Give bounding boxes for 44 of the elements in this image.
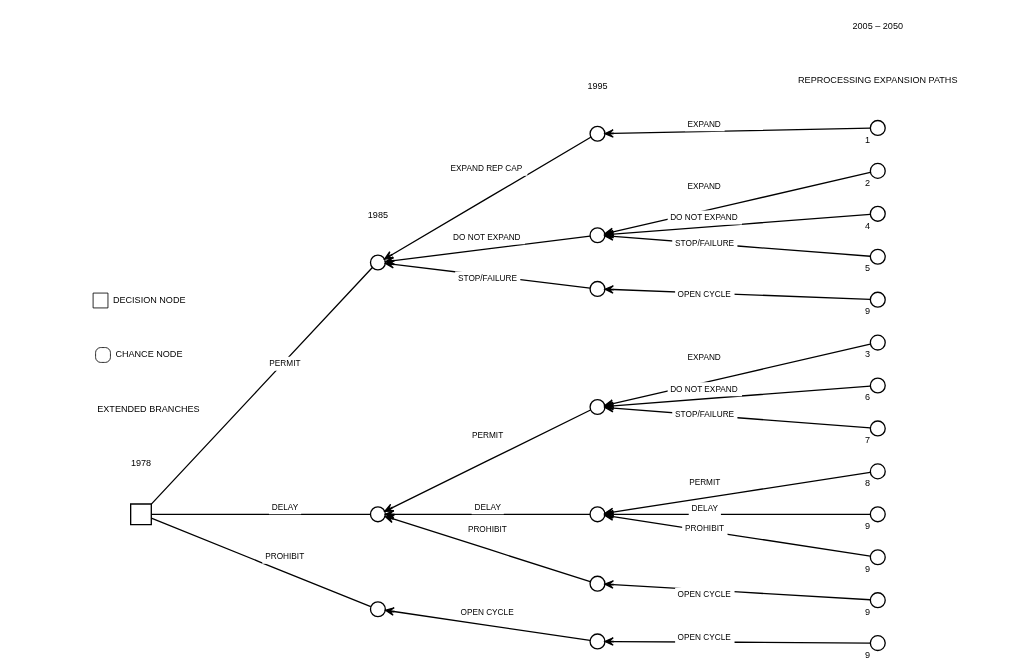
edge-label: STOP/FAILURE <box>457 274 517 284</box>
node-label: 6 <box>864 392 870 403</box>
node-label: 4 <box>864 220 870 231</box>
edge-label: EXPAND <box>686 181 721 191</box>
legend-label: CHANCE NODE <box>114 349 182 360</box>
edge-label: OPEN CYCLE <box>677 633 731 643</box>
edge-label: PROHIBIT <box>264 552 304 562</box>
node-label: 1 <box>864 134 870 145</box>
edge-label: DO NOT EXPAND <box>669 384 738 394</box>
node-label: 9 <box>864 521 870 532</box>
node-label: 9 <box>864 649 870 660</box>
edge-label: STOP/FAILURE <box>674 238 734 248</box>
label: 1978 <box>130 458 151 469</box>
edge-label: DELAY <box>474 502 501 512</box>
label: 1995 <box>586 81 608 91</box>
edge-label: DO NOT EXPAND <box>669 213 738 223</box>
node-label: 9 <box>864 563 870 574</box>
label: REPROCESSING EXPANSION PATHS <box>797 75 957 86</box>
label: 1985 <box>367 209 388 220</box>
edge-label: EXPAND <box>686 353 721 363</box>
edge-label: EXPAND <box>686 119 721 129</box>
edge-label: PROHIBIT <box>467 525 507 535</box>
edge-label: STOP/FAILURE <box>674 410 734 420</box>
edge-label: PERMIT <box>268 359 301 369</box>
node-label: 7 <box>864 435 870 446</box>
edge-label: PROHIBIT <box>684 524 724 534</box>
edge-label: DELAY <box>271 502 298 512</box>
edge-label: DELAY <box>691 504 718 514</box>
node-label: 2 <box>864 177 870 188</box>
node-label: 9 <box>864 606 870 617</box>
node-label: 9 <box>864 306 870 317</box>
legend-label: EXTENDED BRANCHES <box>96 403 200 414</box>
edge-label: PERMIT <box>688 478 720 488</box>
edge-label: PERMIT <box>471 430 503 440</box>
edge-label: EXPAND REP CAP <box>450 164 522 174</box>
node-label: 5 <box>864 263 870 274</box>
edge-label: OPEN CYCLE <box>677 590 731 600</box>
node-label: 8 <box>864 478 870 489</box>
edge-label: DO NOT EXPAND <box>452 232 521 242</box>
label: 2005 – 2050 <box>852 20 903 31</box>
node-label: 3 <box>864 349 870 360</box>
edge-label: OPEN CYCLE <box>677 289 731 299</box>
legend-label: DECISION NODE <box>112 294 186 305</box>
edge-label: OPEN CYCLE <box>459 607 514 617</box>
